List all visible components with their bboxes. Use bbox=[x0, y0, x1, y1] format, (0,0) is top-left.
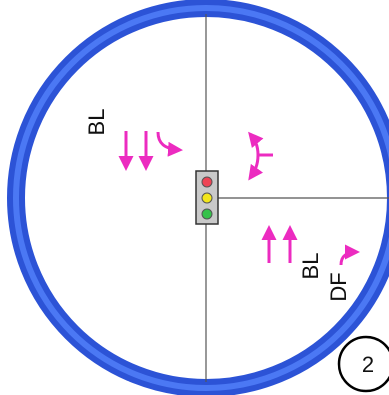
northbound-lane-label-1: BL bbox=[298, 253, 323, 280]
signal-yellow-light bbox=[201, 192, 213, 204]
road-lines bbox=[205, 14, 389, 382]
left-split-arrow-icon-lower bbox=[248, 154, 264, 181]
signal-red-light bbox=[201, 176, 213, 188]
signal-green-light bbox=[201, 208, 213, 220]
westbound-arrows bbox=[248, 131, 273, 181]
northbound-lane-label-2: DF bbox=[326, 272, 351, 301]
southbound-arrows bbox=[118, 131, 183, 171]
left-split-arrow-icon bbox=[248, 131, 264, 156]
right-curve-arrow-icon bbox=[156, 131, 183, 157]
right-turn-arrow-icon bbox=[339, 244, 360, 266]
badge-number: 2 bbox=[362, 352, 374, 377]
northbound-arrows bbox=[261, 225, 360, 266]
southbound-lane-label: BL bbox=[84, 109, 109, 136]
boundary-ring-highlight bbox=[13, 5, 389, 391]
badge-circle bbox=[337, 335, 389, 393]
traffic-light-icon bbox=[195, 170, 219, 225]
diagram-number-badge: 2 bbox=[337, 335, 389, 393]
